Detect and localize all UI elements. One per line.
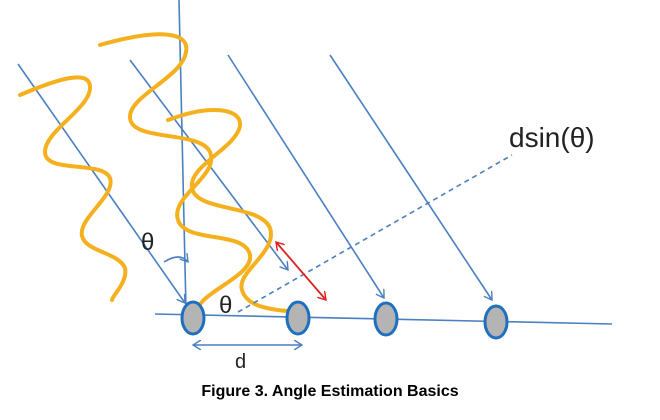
wave-signal [18,75,128,302]
spacing-label: d [235,351,246,373]
wave-signal [166,108,302,314]
incident-ray [227,54,384,298]
antenna-element [285,300,311,336]
theta-label-upper: θ [141,229,154,256]
wave-signal [98,32,253,316]
incident-ray [329,54,492,300]
path-difference-leader [237,154,513,313]
path-difference-label: dsin(θ) [509,122,595,153]
incident-ray [17,63,185,303]
theta-label-lower: θ [219,292,232,319]
figure-caption: Figure 3. Angle Estimation Basics [201,383,459,400]
wave-signals [18,32,302,316]
path-difference-arrow [276,242,326,300]
antenna-element [180,300,206,336]
antenna-element [483,304,509,340]
antenna-element [373,301,399,337]
antenna-array [180,300,509,340]
angle-arc [163,257,188,262]
incident-rays [17,54,492,303]
